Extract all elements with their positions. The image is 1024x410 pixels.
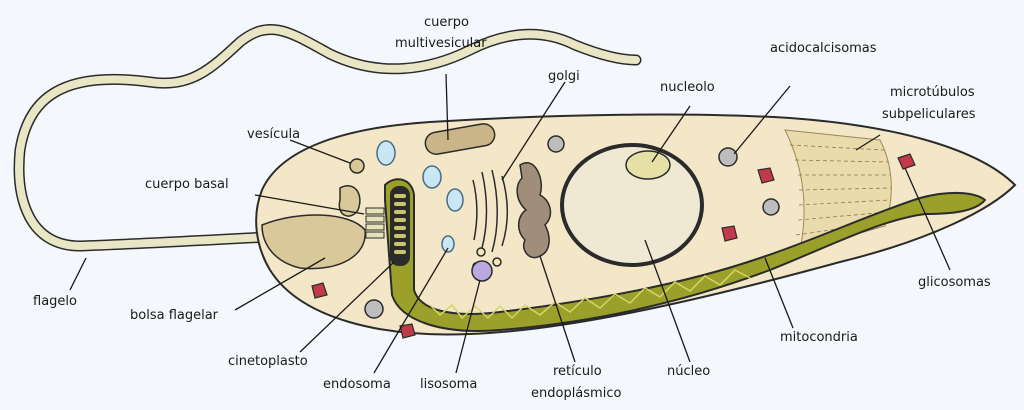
label-cuerpo-basal: cuerpo basal — [145, 177, 229, 192]
label-nucleo: núcleo — [667, 364, 710, 379]
label-reticulo-2: endoplásmico — [531, 386, 621, 401]
label-bolsa-flagelar: bolsa flagelar — [130, 308, 219, 323]
vesicle — [350, 159, 364, 173]
label-nucleolo: nucleolo — [660, 80, 715, 95]
label-microtubulos-1: microtúbulos — [890, 85, 975, 100]
label-cuerpo-multivesicular-2: multivesicular — [395, 36, 487, 51]
nucleolus — [626, 151, 670, 179]
label-mitocondria: mitocondria — [780, 330, 858, 345]
label-acidocalcisomas: acidocalcisomas — [770, 41, 877, 56]
label-lisosoma: lisosoma — [420, 377, 477, 392]
label-cuerpo-multivesicular-1: cuerpo — [424, 15, 469, 30]
label-reticulo-1: retículo — [553, 364, 602, 379]
label-golgi: golgi — [548, 69, 580, 84]
lysosome — [472, 261, 492, 281]
label-glicosomas: glicosomas — [918, 275, 991, 290]
label-vesicula: vesícula — [247, 127, 300, 142]
label-microtubulos-2: subpeliculares — [882, 107, 976, 122]
label-flagelo: flagelo — [33, 294, 77, 309]
label-endosoma: endosoma — [323, 377, 391, 392]
label-cinetoplasto: cinetoplasto — [228, 354, 308, 369]
